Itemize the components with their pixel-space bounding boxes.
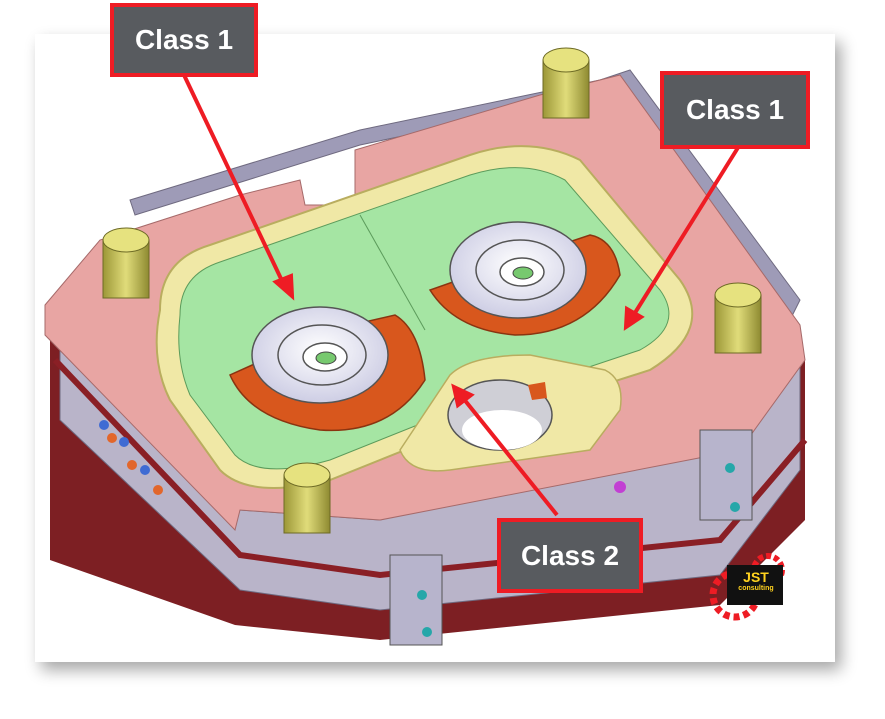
- part-right: [428, 221, 621, 336]
- screw-purple: [614, 481, 626, 493]
- clamp-block-right: [699, 429, 753, 521]
- arrow-class2: [461, 396, 559, 517]
- callout-label: Class 1: [134, 24, 234, 55]
- part-left-core: [315, 351, 337, 365]
- guide-pin-back: [542, 47, 590, 119]
- part-left: [229, 306, 426, 432]
- arrow-class2-head: [451, 383, 475, 409]
- logo-subtitle: consulting: [738, 585, 774, 592]
- callout-class2: Class 2: [497, 518, 643, 593]
- arrow-class1-left-head: [272, 273, 295, 301]
- logo-text: JST consulting: [730, 570, 782, 593]
- arrow-class1-left: [182, 74, 286, 286]
- guide-pin-front: [283, 462, 331, 534]
- part-right-ring: [475, 239, 565, 301]
- logo-gear-icon: [709, 553, 785, 621]
- arrow-class1-right-head: [623, 305, 645, 331]
- water-connectors: [99, 420, 163, 495]
- part-right-core: [512, 266, 534, 280]
- guide-pin-left: [102, 227, 150, 299]
- arrow-class1-right: [631, 144, 741, 318]
- part-left-ring: [277, 324, 367, 386]
- clamp-block-front: [389, 554, 443, 646]
- hole-orange-tab: [528, 382, 547, 400]
- logo-title: JST: [743, 569, 769, 585]
- guide-pin-right: [714, 282, 762, 354]
- callout-arrows: [182, 74, 741, 517]
- parting-line: [359, 214, 426, 331]
- callout-label: Class 2: [520, 539, 620, 571]
- callout-label: Class 1: [685, 94, 785, 125]
- callout-class1-right: Class 1: [660, 71, 810, 149]
- callout-class1-left: Class 1: [110, 3, 258, 77]
